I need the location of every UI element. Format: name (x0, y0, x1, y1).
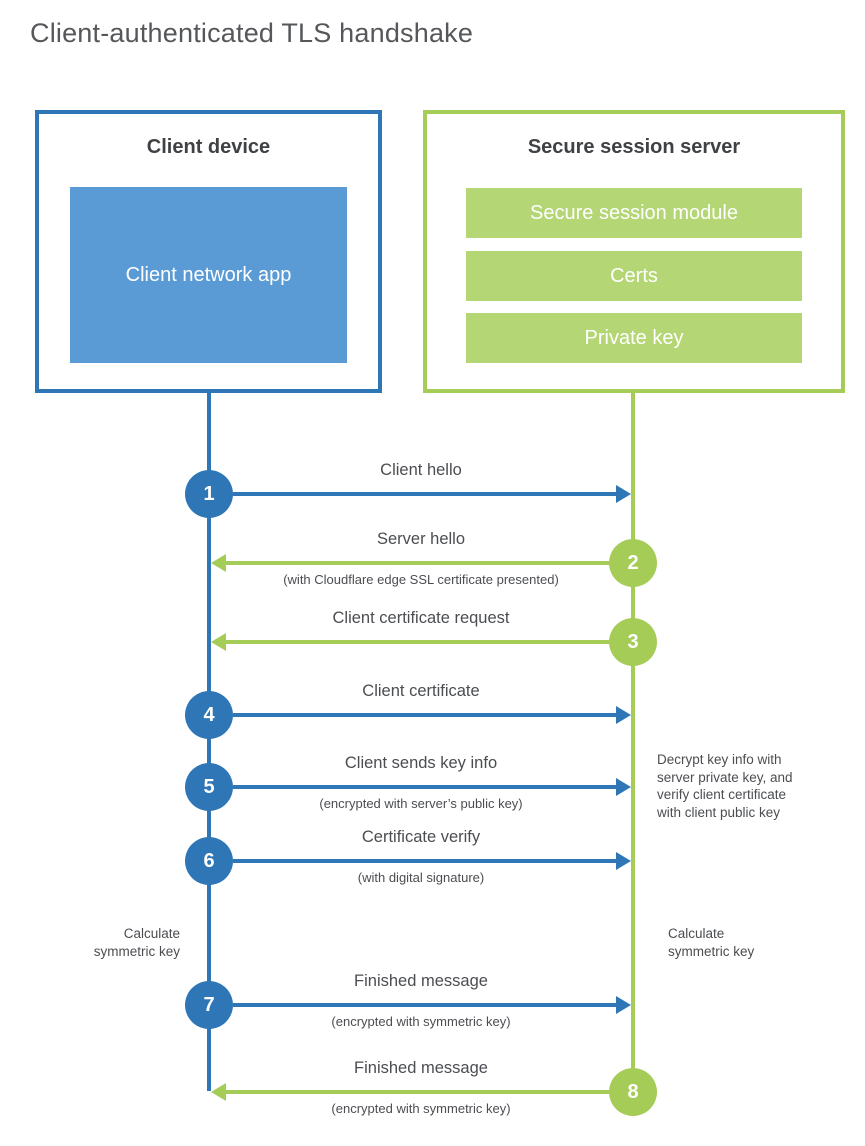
step-6-sublabel: (with digital signature) (357, 870, 485, 885)
step-2-label: Server hello (376, 530, 466, 548)
calc-symmetric-key-note-left: Calculate symmetric key (70, 925, 180, 960)
step-4-badge: 4 (185, 691, 233, 739)
calc-symmetric-key-note-right: Calculate symmetric key (668, 925, 798, 960)
step-1-label: Client hello (380, 461, 462, 479)
step-2-arrow-line (226, 561, 609, 565)
step-1-arrow-line (233, 492, 616, 496)
calc-left-line: symmetric key (93, 943, 180, 959)
calc-right-line: symmetric key (668, 943, 755, 959)
decrypt-note-line: server private key, and (657, 769, 793, 785)
step-6-arrowhead-icon (616, 852, 631, 870)
step-7-sublabel: (encrypted with symmetric key) (331, 1014, 511, 1029)
server-lifeline (631, 393, 635, 1116)
step-4-arrow-line (233, 713, 616, 717)
step-4-arrowhead-icon (616, 706, 631, 724)
step-6-badge: 6 (185, 837, 233, 885)
step-6-label: Certificate verify (361, 828, 481, 846)
client-device-title: Client device (146, 136, 271, 158)
step-8-label: Finished message (354, 1059, 488, 1077)
server-certs-bar: Certs (466, 251, 802, 301)
step-6-arrow-line (233, 859, 616, 863)
server-module-bar: Secure session module (466, 188, 802, 238)
step-3-label: Client certificate request (332, 609, 510, 627)
step-8-arrowhead-icon (211, 1083, 226, 1101)
client-lifeline (207, 393, 211, 1091)
step-3-badge: 3 (609, 618, 657, 666)
decrypt-note-line: Decrypt key info with (657, 752, 782, 767)
secure-session-server-title: Secure session server (527, 136, 741, 158)
step-2-arrowhead-icon (211, 554, 226, 572)
step-2-sublabel: (with Cloudflare edge SSL certificate pr… (283, 572, 559, 587)
step-7-badge: 7 (185, 981, 233, 1029)
step-3-arrowhead-icon (211, 633, 226, 651)
page-title: Client-authenticated TLS handshake (30, 18, 474, 48)
step-5-arrow-line (233, 785, 616, 789)
step-5-label: Client sends key info (344, 754, 498, 772)
step-8-badge: 8 (609, 1068, 657, 1116)
step-3-arrow-line (226, 640, 609, 644)
server-private-key-bar: Private key (466, 313, 802, 363)
decrypt-note-line: with client public key (657, 804, 781, 820)
step-4-label: Client certificate (362, 682, 480, 700)
step-7-arrowhead-icon (616, 996, 631, 1014)
step-1-arrowhead-icon (616, 485, 631, 503)
step-5-sublabel: (encrypted with server’s public key) (319, 796, 523, 811)
step-8-arrow-line (226, 1090, 609, 1094)
step-7-arrow-line (233, 1003, 616, 1007)
step-8-sublabel: (encrypted with symmetric key) (331, 1101, 511, 1116)
client-network-app-label: Client network app (125, 264, 292, 286)
step-7-label: Finished message (354, 972, 488, 990)
calc-left-line: Calculate (123, 926, 180, 941)
decrypt-note: Decrypt key info with server private key… (657, 751, 842, 821)
step-5-badge: 5 (185, 763, 233, 811)
calc-right-line: Calculate (668, 926, 725, 941)
decrypt-note-line: verify client certificate (657, 787, 787, 802)
step-2-badge: 2 (609, 539, 657, 587)
step-1-badge: 1 (185, 470, 233, 518)
client-network-app-box: Client network app (70, 187, 347, 363)
step-5-arrowhead-icon (616, 778, 631, 796)
